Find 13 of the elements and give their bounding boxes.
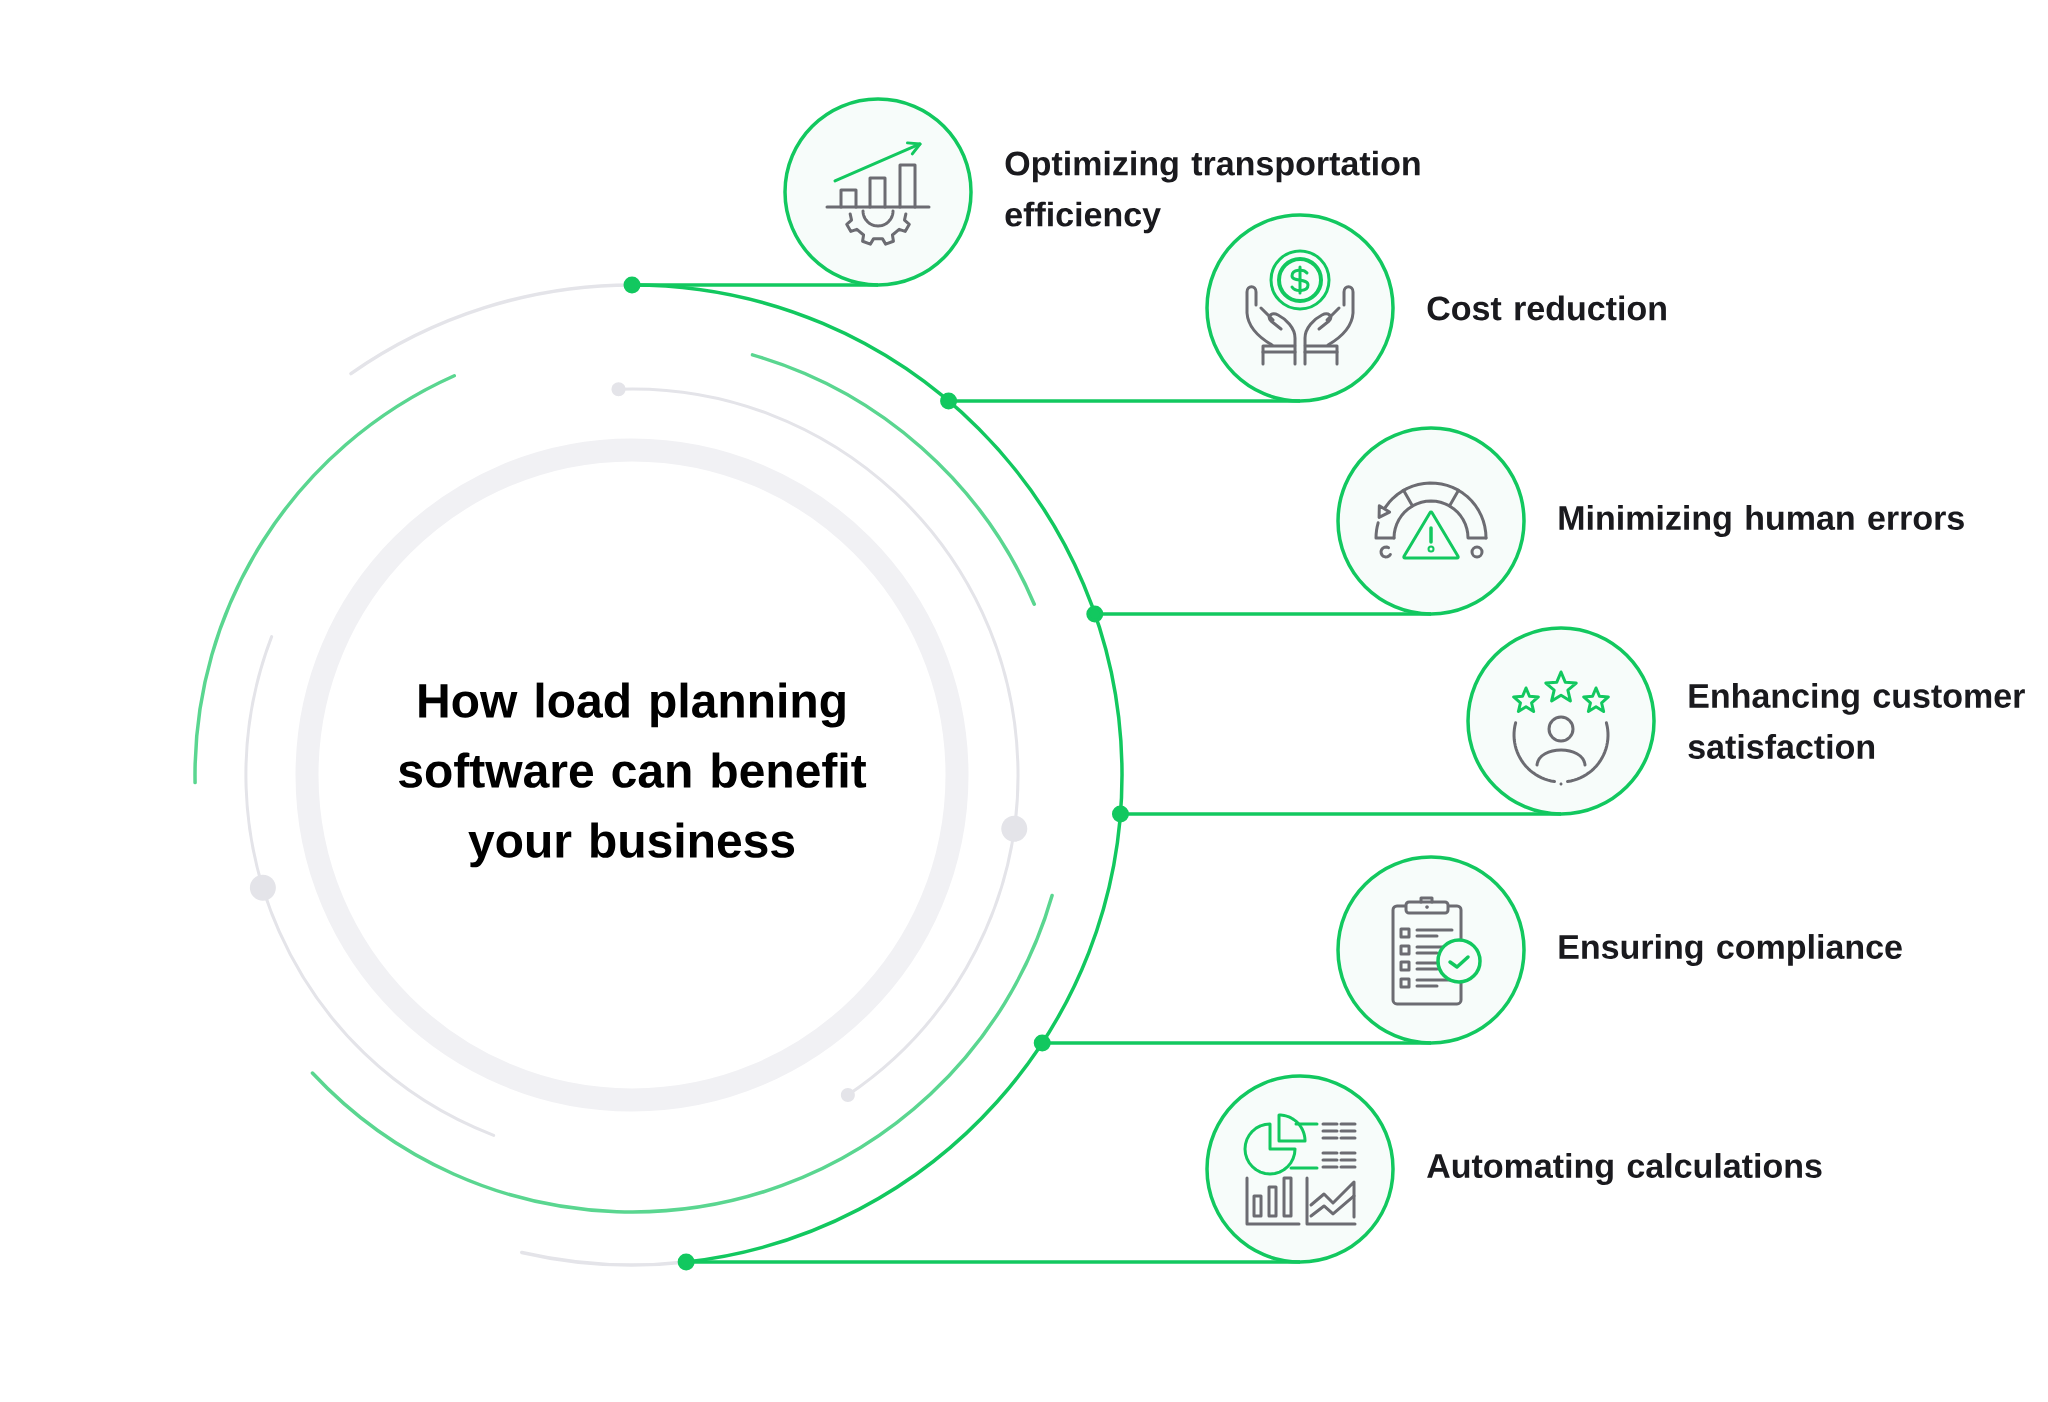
benefit-label: Enhancing customer satisfaction bbox=[1688, 683, 2025, 759]
connector-line bbox=[1033, 1034, 1431, 1052]
center-ring: How load planning software can benefit your business bbox=[295, 438, 969, 1112]
connector-line bbox=[940, 392, 1300, 410]
benefit-label: Optimizing transportation efficiency bbox=[1005, 150, 1420, 234]
connector-line bbox=[677, 1253, 1300, 1271]
connector-line bbox=[623, 276, 878, 294]
benefit-label: Automating calculations bbox=[1427, 1153, 1822, 1185]
benefit-label: Minimizing human errors bbox=[1559, 505, 1964, 537]
connector-line bbox=[1086, 605, 1431, 623]
benefit-label: Ensuring compliance bbox=[1559, 934, 1902, 966]
connector-line bbox=[1111, 805, 1561, 823]
benefit-label: Cost reduction bbox=[1427, 295, 1666, 321]
